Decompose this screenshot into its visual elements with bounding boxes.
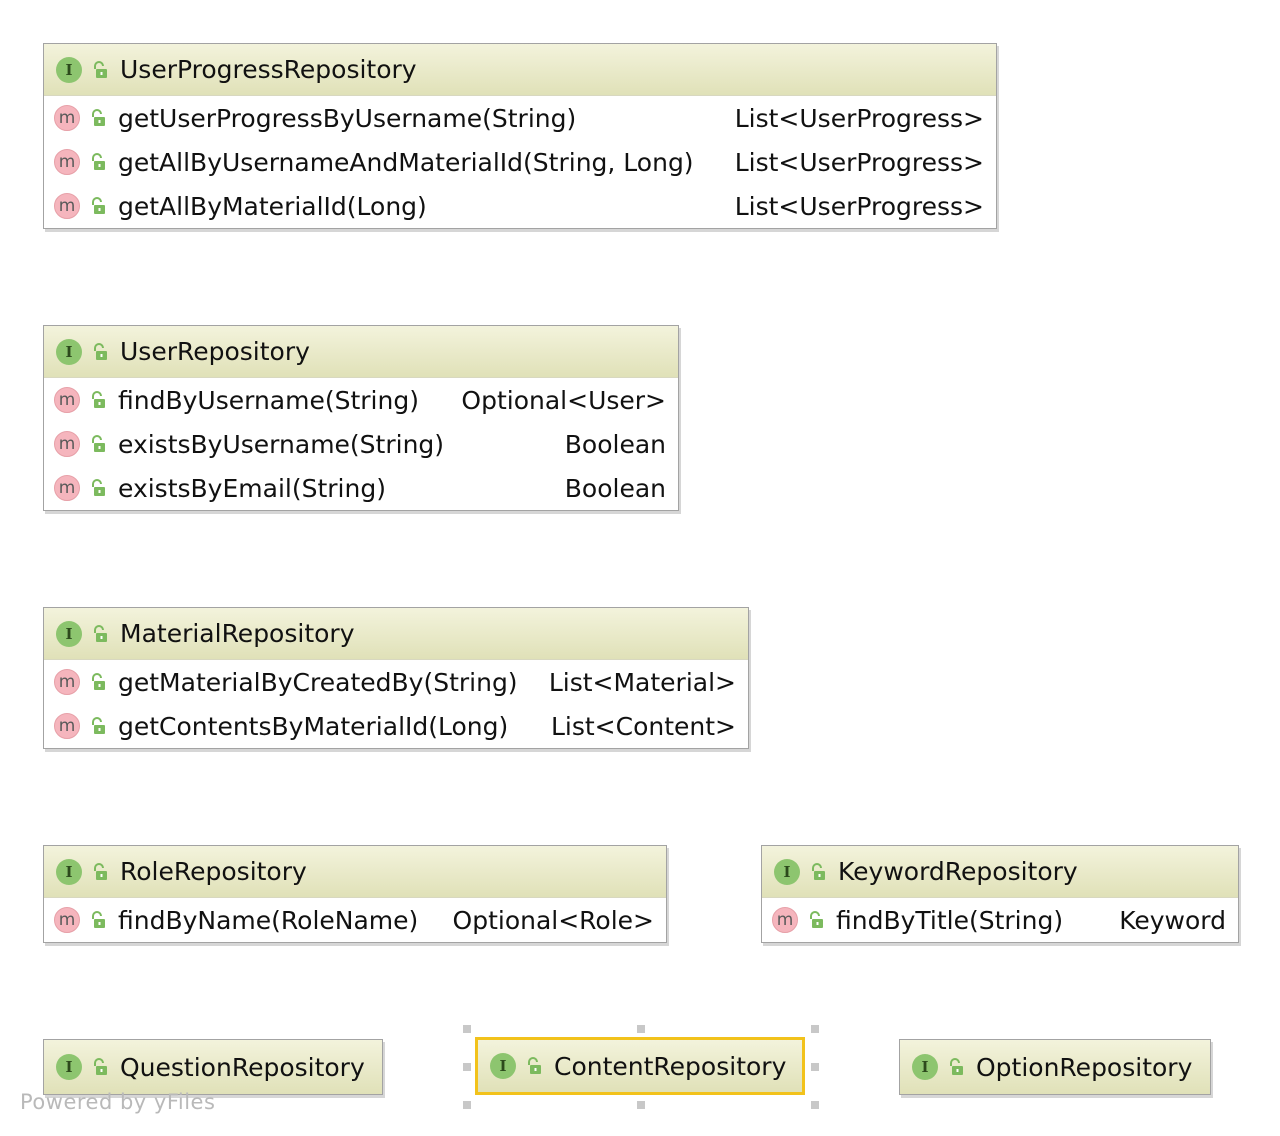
method-return-type: List<UserProgress> (734, 191, 984, 221)
lock-icon (90, 435, 106, 453)
class-box-user-progress-repository[interactable]: I UserProgressRepository m getUserProgre… (43, 43, 997, 229)
selection-handle[interactable] (463, 1101, 471, 1109)
method-return-type: Boolean (564, 429, 666, 459)
class-header[interactable]: I QuestionRepository (44, 1040, 382, 1094)
method-signature: getAllByMaterialId(Long) (118, 191, 427, 221)
method-row[interactable]: m getAllByMaterialId(Long) List<UserProg… (44, 184, 996, 228)
lock-icon (526, 1057, 542, 1075)
interface-icon: I (56, 858, 82, 885)
interface-icon: I (490, 1053, 516, 1079)
method-signature: getMaterialByCreatedBy(String) (118, 667, 518, 697)
method-return-type: List<UserProgress> (734, 147, 984, 177)
class-name: ContentRepository (554, 1051, 787, 1081)
selection-handle[interactable] (637, 1101, 645, 1109)
method-icon: m (54, 149, 80, 175)
class-header[interactable]: I RoleRepository (44, 846, 666, 898)
method-signature: findByName(RoleName) (118, 905, 419, 935)
class-box-content-repository[interactable]: I ContentRepository (475, 1037, 805, 1095)
lock-icon (92, 61, 108, 79)
selection-handle[interactable] (811, 1101, 819, 1109)
method-signature: getUserProgressByUsername(String) (118, 103, 577, 133)
interface-icon: I (56, 56, 82, 83)
class-header[interactable]: I MaterialRepository (44, 608, 748, 660)
class-header[interactable]: I UserRepository (44, 326, 678, 378)
class-name: UserProgressRepository (120, 55, 417, 84)
lock-icon (90, 717, 106, 735)
method-return-type: List<UserProgress> (734, 103, 984, 133)
method-signature: getContentsByMaterialId(Long) (118, 711, 509, 741)
selection-handle[interactable] (637, 1025, 645, 1033)
method-icon: m (54, 431, 80, 457)
class-name: QuestionRepository (120, 1052, 365, 1082)
lock-icon (92, 625, 108, 643)
watermark: Powered by yFiles (20, 1090, 216, 1114)
method-return-type: Boolean (564, 473, 666, 503)
method-return-type: Keyword (1119, 905, 1226, 935)
method-row[interactable]: m existsByUsername(String) Boolean (44, 422, 678, 466)
method-icon: m (54, 193, 80, 219)
selection-handle[interactable] (463, 1063, 471, 1071)
class-box-role-repository[interactable]: I RoleRepository m findByName(RoleName) … (43, 845, 667, 943)
interface-icon: I (56, 338, 82, 365)
interface-icon: I (56, 1054, 82, 1080)
selection-handle[interactable] (811, 1025, 819, 1033)
method-icon: m (54, 105, 80, 131)
class-box-material-repository[interactable]: I MaterialRepository m getMaterialByCrea… (43, 607, 749, 749)
interface-icon: I (56, 620, 82, 647)
lock-icon (92, 863, 108, 881)
lock-icon (92, 343, 108, 361)
method-signature: existsByUsername(String) (118, 429, 445, 459)
method-return-type: Optional<User> (461, 385, 666, 415)
method-icon: m (54, 907, 80, 933)
class-name: MaterialRepository (120, 619, 355, 648)
class-box-option-repository[interactable]: I OptionRepository (899, 1039, 1211, 1095)
interface-icon: I (912, 1054, 938, 1080)
method-signature: getAllByUsernameAndMaterialId(String, Lo… (118, 147, 694, 177)
lock-icon (92, 1058, 108, 1076)
method-row[interactable]: m existsByEmail(String) Boolean (44, 466, 678, 510)
lock-icon (948, 1058, 964, 1076)
class-name: RoleRepository (120, 857, 307, 886)
lock-icon (90, 673, 106, 691)
method-signature: findByUsername(String) (118, 385, 419, 415)
method-icon: m (54, 669, 80, 695)
selection-handle[interactable] (811, 1063, 819, 1071)
method-row[interactable]: m findByUsername(String) Optional<User> (44, 378, 678, 422)
lock-icon (90, 911, 106, 929)
method-icon: m (54, 387, 80, 413)
method-row[interactable]: m getAllByUsernameAndMaterialId(String, … (44, 140, 996, 184)
lock-icon (90, 109, 106, 127)
lock-icon (810, 863, 826, 881)
method-row[interactable]: m getContentsByMaterialId(Long) List<Con… (44, 704, 748, 748)
method-icon: m (54, 713, 80, 739)
method-row[interactable]: m getUserProgressByUsername(String) List… (44, 96, 996, 140)
selection-handle[interactable] (463, 1025, 471, 1033)
lock-icon (90, 197, 106, 215)
class-box-user-repository[interactable]: I UserRepository m findByUsername(String… (43, 325, 679, 511)
class-box-keyword-repository[interactable]: I KeywordRepository m findByTitle(String… (761, 845, 1239, 943)
class-name: KeywordRepository (838, 857, 1078, 886)
class-name: UserRepository (120, 337, 310, 366)
class-box-question-repository[interactable]: I QuestionRepository (43, 1039, 383, 1095)
lock-icon (90, 153, 106, 171)
method-icon: m (772, 907, 798, 933)
interface-icon: I (774, 858, 800, 885)
lock-icon (808, 911, 824, 929)
method-row[interactable]: m findByName(RoleName) Optional<Role> (44, 898, 666, 942)
class-name: OptionRepository (976, 1052, 1193, 1082)
method-return-type: Optional<Role> (452, 905, 654, 935)
class-header[interactable]: I OptionRepository (900, 1040, 1210, 1094)
method-signature: findByTitle(String) (836, 905, 1064, 935)
method-signature: existsByEmail(String) (118, 473, 386, 503)
method-row[interactable]: m getMaterialByCreatedBy(String) List<Ma… (44, 660, 748, 704)
class-header[interactable]: I KeywordRepository (762, 846, 1238, 898)
lock-icon (90, 479, 106, 497)
method-return-type: List<Material> (548, 667, 736, 697)
lock-icon (90, 391, 106, 409)
class-header[interactable]: I UserProgressRepository (44, 44, 996, 96)
class-header[interactable]: I ContentRepository (478, 1040, 802, 1092)
method-icon: m (54, 475, 80, 501)
method-return-type: List<Content> (550, 711, 736, 741)
method-row[interactable]: m findByTitle(String) Keyword (762, 898, 1238, 942)
